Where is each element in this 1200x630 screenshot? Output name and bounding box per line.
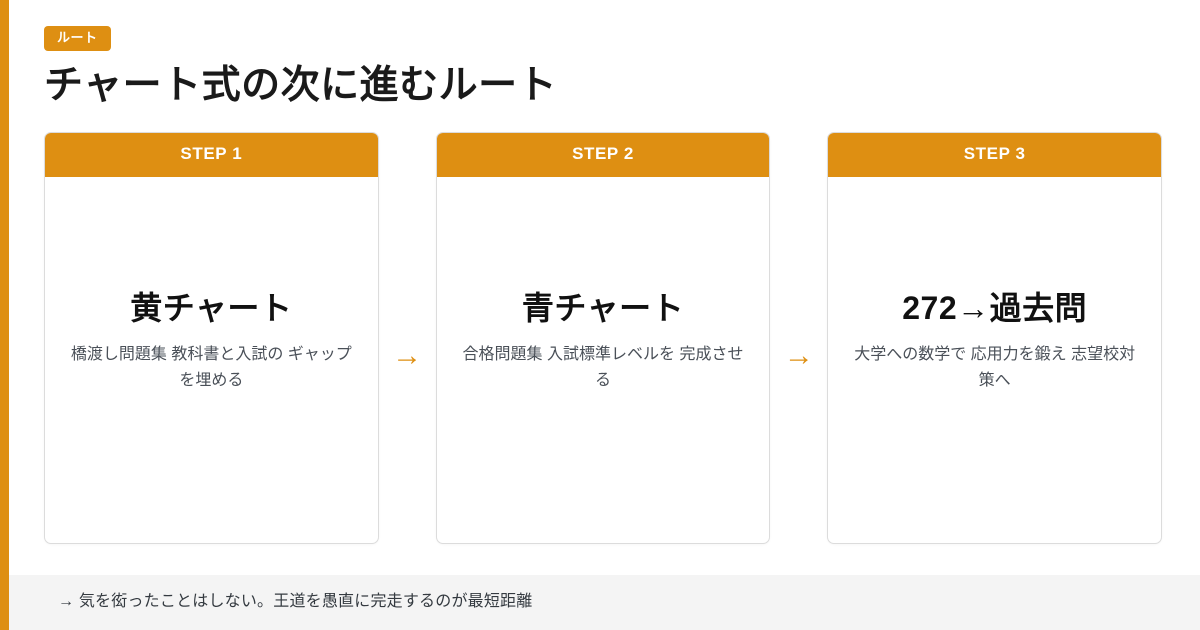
steps-row: STEP 1 黄チャート 橋渡し問題集 教科書と入試の ギャップを埋める → S…	[44, 132, 1163, 545]
left-accent-stripe	[0, 0, 9, 630]
arrow-right-icon: →	[392, 339, 423, 373]
step-description-2: 合格問題集 入試標準レベルを 完成させる	[462, 345, 744, 390]
footer-note: → 気を衒ったことはしない。王道を愚直に完走するのが最短距離	[58, 593, 533, 611]
step-body-2: 青チャート 合格問題集 入試標準レベルを 完成させる	[437, 159, 770, 525]
page-title: チャート式の次に進むルート	[44, 64, 558, 108]
step-card-1: STEP 1 黄チャート 橋渡し問題集 教科書と入試の ギャップを埋める	[44, 132, 379, 545]
step-header-label-2: STEP 2	[436, 133, 770, 177]
arrow-right-icon: →	[783, 339, 814, 373]
step-name-2: 青チャート	[521, 290, 685, 327]
footer-bar: → 気を衒ったことはしない。王道を愚直に完走するのが最短距離	[0, 575, 1200, 630]
step-header-label-1: STEP 1	[45, 133, 378, 177]
step-name-1: 黄チャート	[130, 290, 293, 327]
step-card-2: STEP 2 青チャート 合格問題集 入試標準レベルを 完成させる	[435, 132, 771, 545]
step-description-3: 大学への数学で 応用力を鍛え 志望校対策へ	[854, 345, 1136, 390]
step-header-label-3: STEP 3	[828, 133, 1162, 177]
page-content: ルート チャート式の次に進むルート STEP 1 黄チャート 橋渡し問題集 教科…	[44, 26, 1163, 545]
step-card-3: STEP 3 272→過去問 大学への数学で 応用力を鍛え 志望校対策へ	[827, 132, 1163, 545]
step-body-1: 黄チャート 橋渡し問題集 教科書と入試の ギャップを埋める	[45, 159, 378, 525]
step-name-3: 272→過去問	[902, 290, 1088, 327]
step-body-3: 272→過去問 大学への数学で 応用力を鍛え 志望校対策へ	[828, 159, 1161, 525]
category-badge: ルート	[44, 26, 111, 52]
step-description-1: 橋渡し問題集 教科書と入試の ギャップを埋める	[70, 345, 352, 390]
